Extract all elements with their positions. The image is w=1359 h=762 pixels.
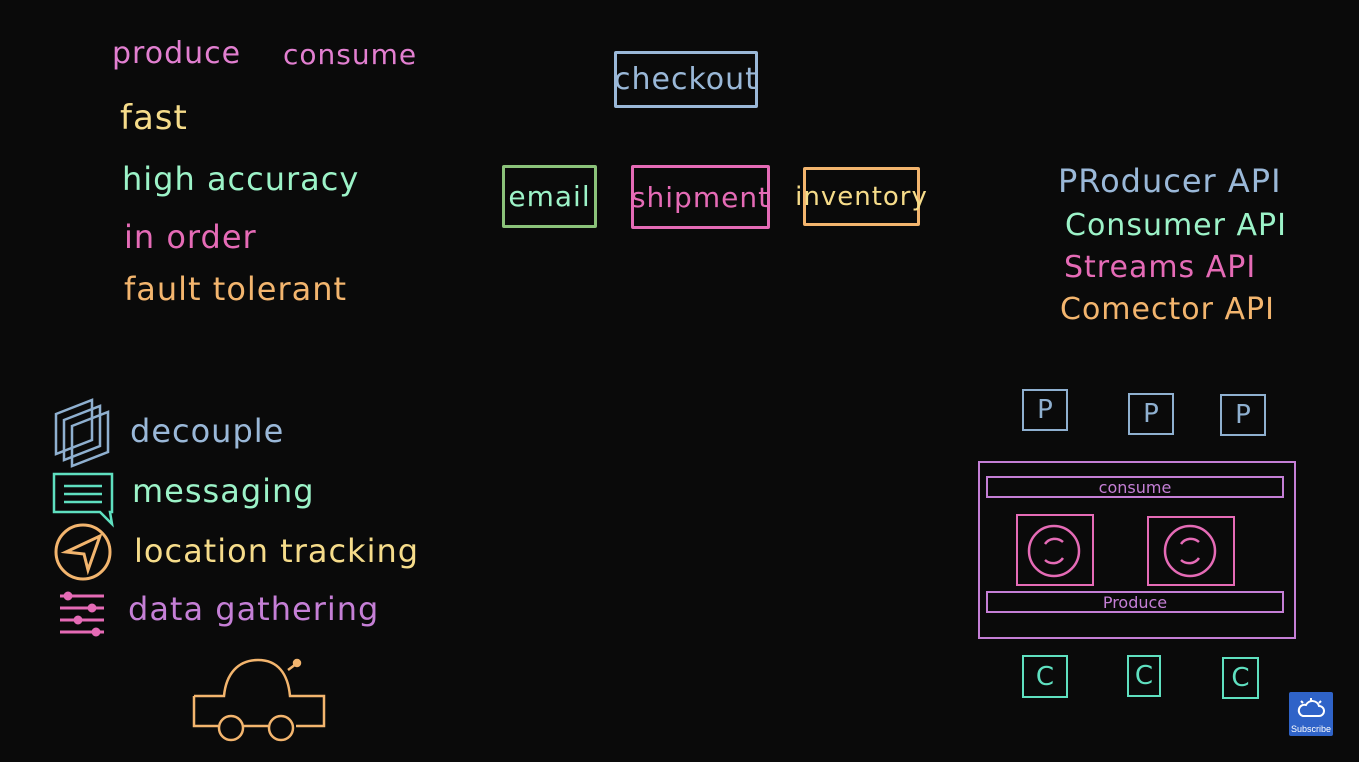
sync-icon (1163, 524, 1217, 578)
data-gathering-icon (60, 591, 104, 637)
subscribe-label: Subscribe (1290, 724, 1332, 734)
producer-box: P (1128, 393, 1174, 435)
producer-box: P (1220, 394, 1266, 436)
messaging-label: messaging (132, 472, 315, 510)
shipment-service-box: shipment (631, 165, 770, 229)
producer-label: P (1143, 399, 1159, 429)
layers-icon (54, 398, 110, 468)
consumer-box: C (1127, 655, 1161, 697)
consumer-label: C (1231, 663, 1250, 693)
broker-box (1147, 516, 1235, 586)
consume-bar: consume (986, 476, 1284, 498)
producer-box: P (1022, 389, 1068, 431)
location-navigation-icon (54, 523, 112, 581)
car-icon (192, 658, 326, 742)
fault-tolerant-label: fault tolerant (124, 270, 348, 308)
data-gathering-label: data gathering (128, 590, 380, 628)
producer-label: P (1235, 400, 1251, 430)
inventory-label: inventory (795, 181, 928, 212)
connector-api-label: Comector API (1060, 292, 1275, 327)
producer-api-label: PRoducer API (1058, 162, 1282, 200)
consumer-box: C (1222, 657, 1259, 699)
consumer-label: C (1134, 661, 1154, 691)
shipment-label: shipment (630, 180, 771, 214)
checkout-service-box: checkout (614, 51, 758, 108)
sync-icon (1027, 524, 1081, 578)
in-order-label: in order (124, 218, 257, 256)
inventory-service-box: inventory (795, 167, 927, 226)
consumer-label: C (1035, 661, 1055, 692)
email-service-box: email (502, 165, 597, 228)
consumer-box: C (1022, 655, 1068, 698)
consumer-api-label: Consumer API (1065, 208, 1287, 243)
subscribe-button[interactable]: Subscribe (1289, 692, 1333, 736)
checkout-label: checkout (614, 62, 758, 97)
producer-label: P (1037, 395, 1053, 425)
streams-api-label: Streams API (1064, 250, 1257, 285)
consume-label: consume (283, 38, 418, 71)
high-accuracy-label: high accuracy (122, 160, 360, 198)
kafka-cluster-box (978, 461, 1296, 639)
produce-bar-label: Produce (1102, 592, 1168, 612)
location-tracking-label: location tracking (134, 532, 420, 570)
decouple-label: decouple (130, 412, 285, 450)
broker-box (1016, 514, 1094, 586)
chat-message-icon (52, 472, 114, 528)
consume-bar-label: consume (1098, 477, 1172, 497)
email-label: email (508, 180, 591, 213)
produce-bar: Produce (986, 591, 1284, 613)
cloud-icon (1297, 698, 1325, 717)
fast-label: fast (120, 98, 188, 138)
produce-label: produce (112, 36, 242, 71)
